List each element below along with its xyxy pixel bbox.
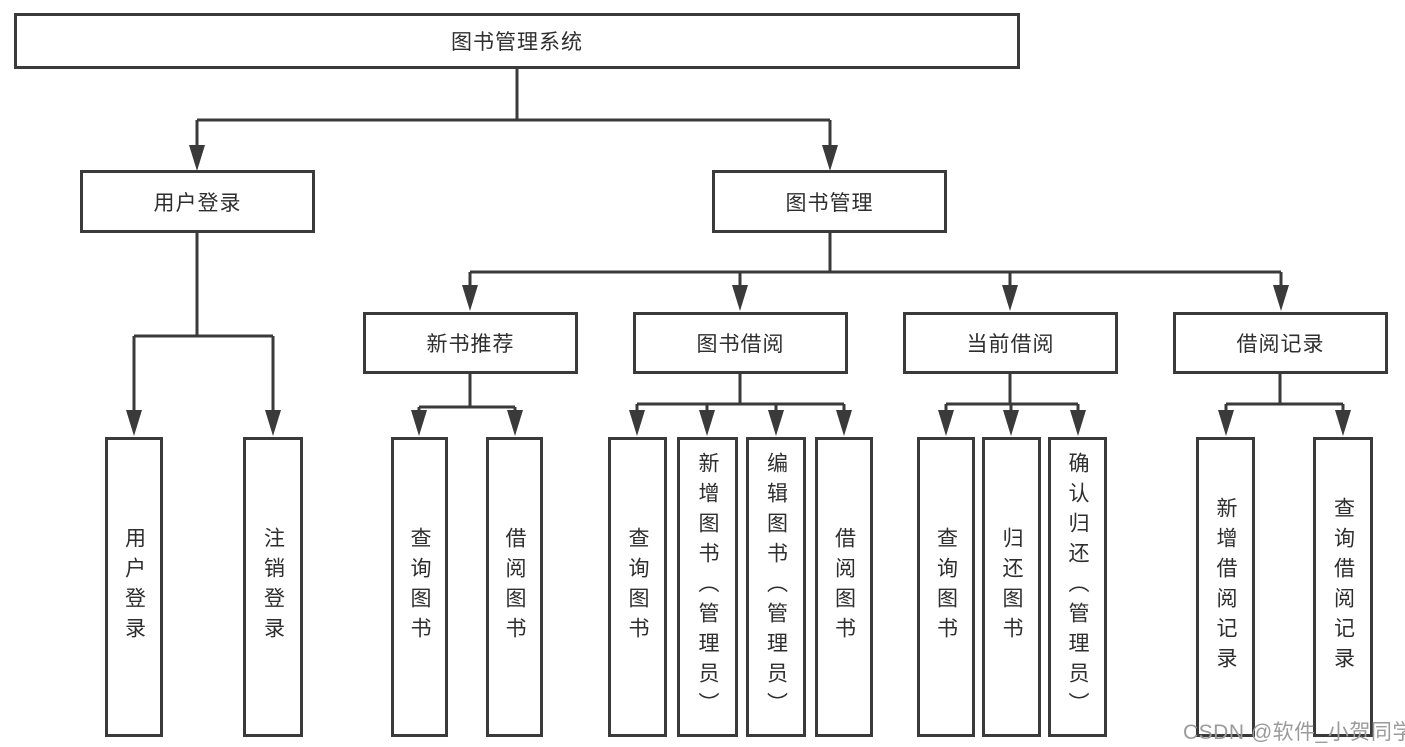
node-leaf-label: 查询借阅记录 [1331,497,1355,677]
node-leaf-label: 新增图书（管理员） [696,452,719,722]
connector-records-to-leaves [1224,374,1345,416]
node-book-management-label: 图书管理 [785,191,874,215]
connector-root-to-level2 [195,68,832,152]
node-book-borrow-label: 图书借阅 [696,333,785,356]
node-leaf-label: 用户登录 [122,527,146,647]
node-new-book-recommend-label: 新书推荐 [426,333,515,356]
node-leaf-borrow-books-2: 借阅图书 [815,437,873,737]
node-leaf-add-books-admin: 新增图书（管理员） [677,437,738,737]
node-leaf-label: 确认归还（管理员） [1066,452,1089,722]
node-book-borrow: 图书借阅 [633,312,848,374]
node-leaf-label: 注销登录 [261,527,285,647]
node-leaf-label: 新增借阅记录 [1214,497,1237,677]
node-current-borrow: 当前借阅 [903,312,1118,374]
node-root: 图书管理系统 [14,13,1020,69]
node-leaf-label: 归还图书 [1000,527,1023,647]
node-leaf-query-borrow-record: 查询借阅记录 [1313,437,1373,737]
node-leaf-logout: 注销登录 [243,437,303,737]
node-leaf-label: 编辑图书（管理员） [764,452,788,722]
connector-borrow-to-leaves [635,374,846,416]
node-new-book-recommend: 新书推荐 [363,312,578,374]
node-current-borrow-label: 当前借阅 [966,333,1055,356]
connector-login-to-leaves [132,233,275,415]
node-root-label: 图书管理系统 [451,31,583,54]
watermark-text: CSDN @软件_小贺同学 [1183,721,1405,744]
node-book-management: 图书管理 [712,170,947,233]
node-leaf-query-books-1: 查询图书 [391,437,448,737]
node-user-login: 用户登录 [80,170,315,233]
node-leaf-return-books: 归还图书 [982,437,1041,737]
node-leaf-query-books-2: 查询图书 [608,437,667,737]
node-leaf-confirm-return-admin: 确认归还（管理员） [1048,437,1107,737]
node-leaf-query-books-3: 查询图书 [917,437,975,737]
node-leaf-label: 借阅图书 [503,527,526,647]
node-leaf-user-login: 用户登录 [105,437,163,737]
node-leaf-label: 查询图书 [408,527,431,647]
node-leaf-borrow-books-1: 借阅图书 [486,437,543,737]
connector-management-to-level3 [468,233,1283,292]
connector-current-to-leaves [944,374,1080,416]
node-leaf-add-borrow-record: 新增借阅记录 [1196,437,1255,737]
node-borrow-records: 借阅记录 [1173,312,1388,374]
node-leaf-label: 借阅图书 [832,527,856,647]
node-borrow-records-label: 借阅记录 [1236,333,1325,356]
connector-newrec-to-leaves [417,374,517,416]
node-leaf-label: 查询图书 [934,527,958,647]
node-user-login-label: 用户登录 [153,191,242,215]
node-leaf-label: 查询图书 [626,527,649,647]
node-leaf-edit-books-admin: 编辑图书（管理员） [746,437,806,737]
